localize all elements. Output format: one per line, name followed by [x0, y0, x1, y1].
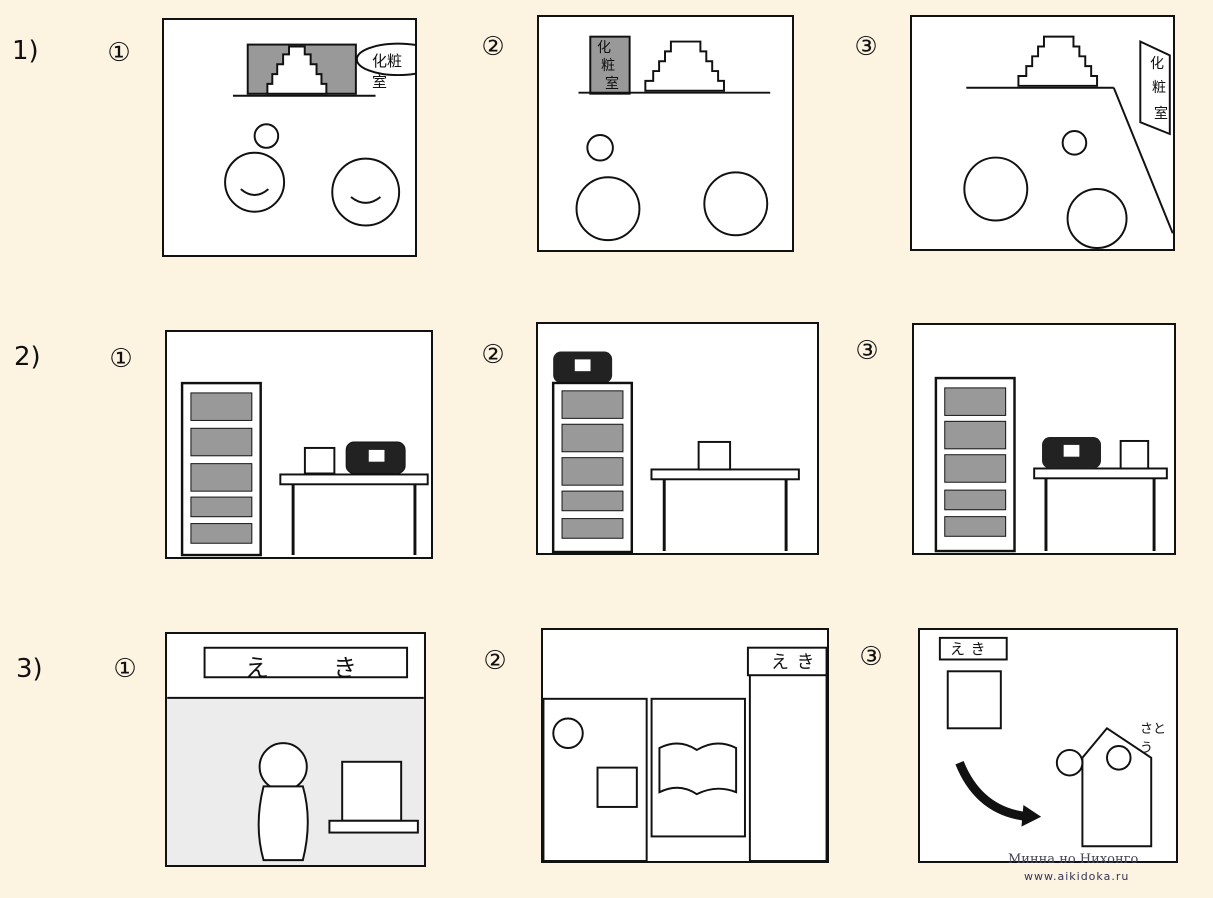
restroom-sign-v1: 化 — [1150, 56, 1164, 72]
restroom-sign-v3: 室 — [605, 76, 619, 92]
restroom-sign-text: 化粧室 — [372, 52, 403, 91]
q1-panel-1[interactable]: 化粧室 — [162, 18, 417, 257]
restroom-sign-v1: 化 — [597, 40, 611, 56]
restroom-sign-v3: 室 — [1154, 106, 1168, 122]
q1-option-3-number: ③ — [854, 32, 878, 62]
q3-panel-3[interactable]: えき さとう — [918, 628, 1178, 863]
question-1-label: 1) — [12, 36, 39, 66]
station-house-direction-illustration — [938, 636, 1153, 848]
question-2-label: 2) — [14, 342, 41, 372]
q2-panel-1[interactable] — [165, 330, 433, 559]
phone-booth-book-illustration — [543, 646, 827, 861]
phone-at-station-illustration — [167, 634, 424, 862]
house-name-sign: さとう — [1140, 722, 1167, 756]
q3-panel-2[interactable]: えき — [541, 628, 829, 863]
station-sign-text: えき — [950, 640, 992, 658]
q2-panel-3[interactable] — [912, 323, 1176, 555]
q1-panel-3[interactable]: 化 粧 室 — [910, 15, 1175, 251]
q1-panel-2[interactable]: 化 粧 室 — [537, 15, 794, 252]
shelf-phone-radio-on-table-illustration — [180, 381, 429, 557]
station-sign-text: えき — [771, 652, 823, 673]
watermark-url: www.aikidoka.ru — [1024, 870, 1130, 883]
q3-option-2-number: ② — [483, 646, 507, 676]
restroom-right-illustration — [963, 35, 1173, 249]
station-sign-text: え き — [245, 654, 377, 682]
radio-phone-right-illustration — [934, 376, 1168, 553]
q1-option-2-number: ② — [481, 32, 505, 62]
q3-option-1-number: ① — [113, 654, 137, 684]
q3-panel-1[interactable]: え き — [165, 632, 426, 867]
q2-option-3-number: ③ — [855, 336, 879, 366]
restroom-left-illustration — [575, 35, 771, 242]
q2-option-1-number: ① — [109, 344, 133, 374]
restroom-sign-v2: 粧 — [1152, 80, 1166, 96]
q2-option-2-number: ② — [481, 340, 505, 370]
restroom-pointing-illustration — [224, 42, 415, 227]
question-3-label: 3) — [16, 654, 43, 684]
q2-panel-2[interactable] — [536, 322, 819, 555]
radio-on-shelf-illustration — [551, 351, 800, 553]
q1-option-1-number: ① — [107, 38, 131, 68]
watermark-title: Минна но Нихонго — [1008, 852, 1139, 867]
q3-option-3-number: ③ — [859, 642, 883, 672]
restroom-sign-v2: 粧 — [601, 58, 615, 74]
